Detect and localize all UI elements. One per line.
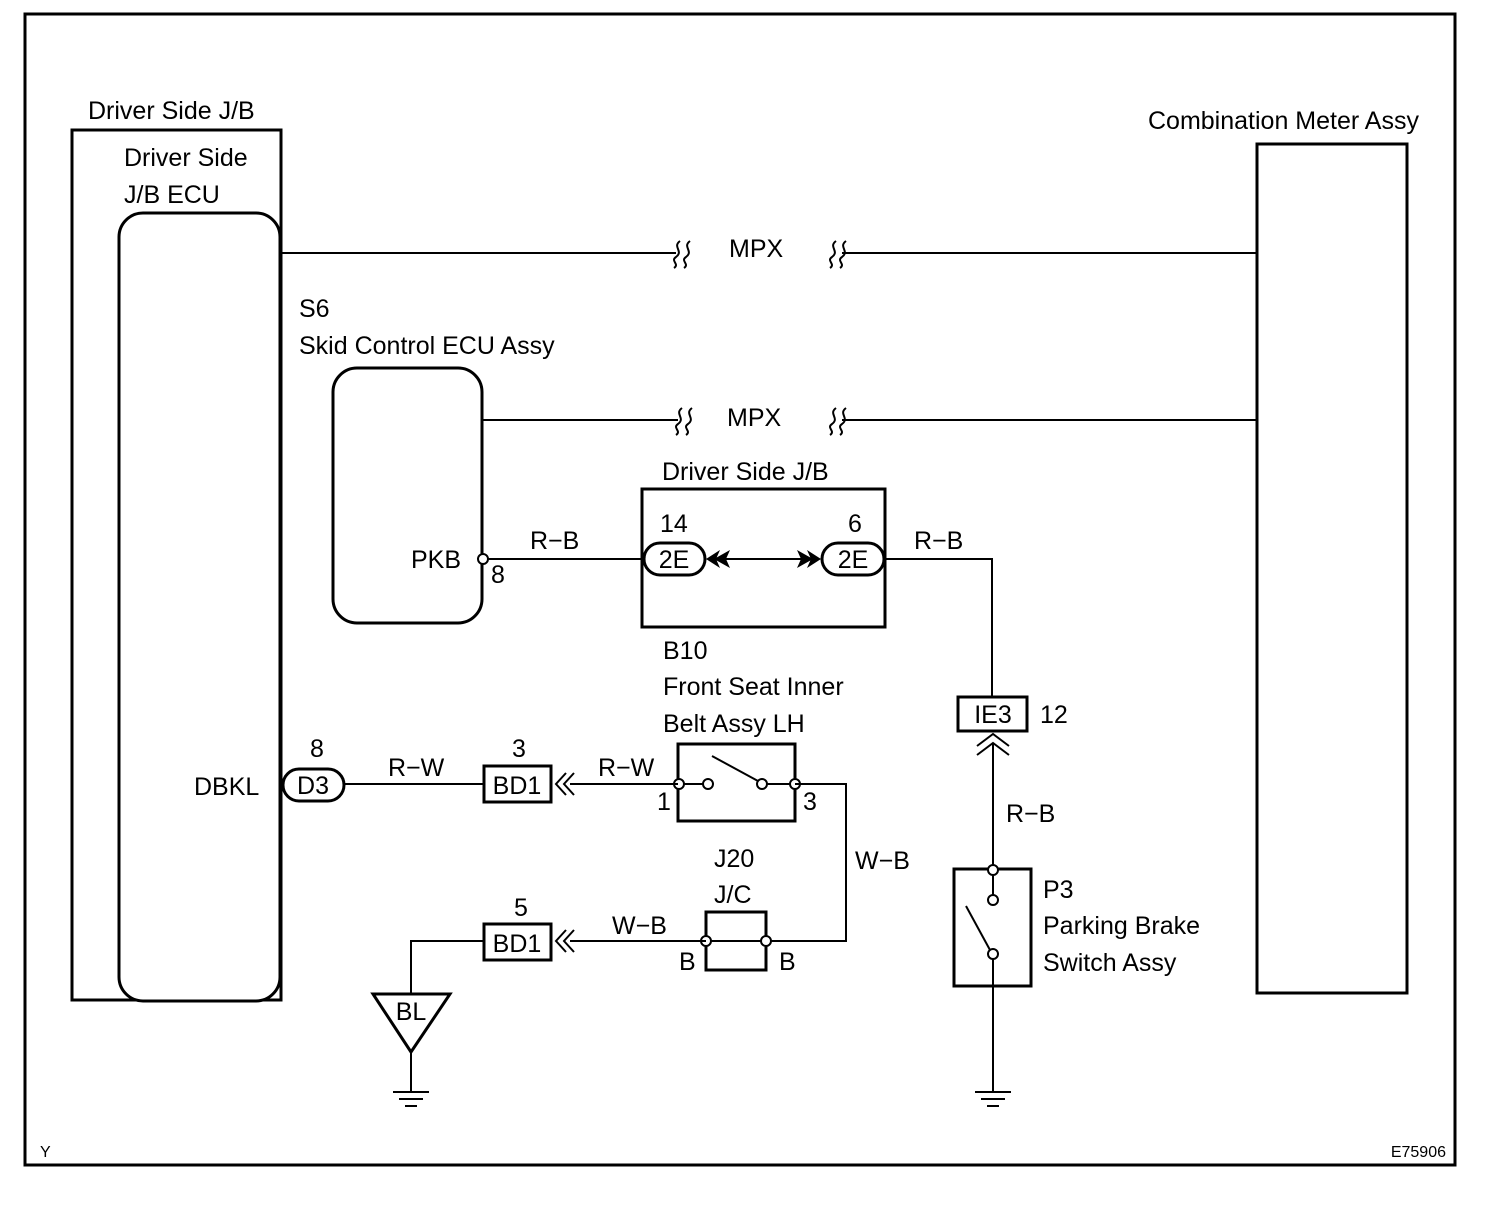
parking-code: P3: [1043, 876, 1074, 904]
break-mark-icon: [829, 407, 837, 436]
ground-icon: [975, 1091, 1011, 1107]
bd1-top-connector: [482, 764, 553, 804]
jc-label: J/C: [714, 881, 752, 909]
ground-bl-label: BL: [396, 998, 427, 1026]
skid-ecu-code: S6: [299, 295, 330, 323]
parking-switch-blade: [965, 905, 991, 951]
corner-label-right: E75906: [1391, 1144, 1446, 1161]
connector-2e-right-label: 2E: [838, 546, 869, 574]
jc-pin-right-label: B: [779, 948, 796, 976]
combination-meter-box: [1255, 142, 1409, 995]
mpx-label-2: MPX: [727, 404, 782, 432]
connector-d3-pin: 8: [310, 735, 324, 763]
jc-bracket: [704, 910, 768, 972]
break-mark-icon: [673, 240, 681, 269]
mpx-label-1: MPX: [729, 235, 784, 263]
break-mark-icon: [675, 407, 683, 436]
break-mark-icon: [839, 407, 847, 436]
wire-label-rb-2: R−B: [914, 527, 963, 555]
wire-label-wb-2: W−B: [612, 912, 667, 940]
parking-switch-contact: [987, 894, 999, 906]
belt-code: B10: [663, 637, 707, 665]
wire-wb-belt-jc: [766, 783, 847, 942]
belt-switch-box: [676, 742, 797, 823]
skid-ecu-pin: 8: [491, 561, 505, 589]
parking-switch-pin-top: [987, 864, 999, 876]
connector-d3-label: D3: [297, 772, 329, 800]
parking-switch-contact: [987, 948, 999, 960]
connector-2e-left-label: 2E: [659, 546, 690, 574]
belt-pin-right-label: 3: [803, 788, 817, 816]
break-mark-icon: [683, 240, 691, 269]
bd1-top-label: BD1: [493, 772, 542, 800]
jb-mid-right-pin: 6: [848, 510, 862, 538]
ground-icon: [393, 1091, 429, 1107]
chevron-left-icon: [554, 929, 575, 953]
ie3-pin: 12: [1040, 701, 1068, 729]
skid-ecu-box: [331, 366, 484, 625]
arrow-left-icon: [706, 550, 730, 568]
wire-label-rb-1: R−B: [530, 527, 579, 555]
wire-label-rb-3: R−B: [1006, 800, 1055, 828]
arrow-right-icon: [797, 550, 821, 568]
break-mark-icon: [685, 407, 693, 436]
chevron-up-icon: [976, 732, 1010, 756]
ecu-label-line1: Driver Side: [124, 144, 248, 172]
belt-label-line2: Belt Assy LH: [663, 710, 805, 738]
skid-ecu-terminal-pkb: PKB: [411, 546, 461, 574]
wire-label-rw-1: R−W: [388, 754, 445, 782]
belt-switch-contact: [756, 778, 768, 790]
driver-side-jb-label: Driver Side J/B: [88, 97, 255, 125]
wire-rb-jb-ie3: [884, 558, 993, 697]
belt-switch-contact: [702, 778, 714, 790]
terminal-dbkl: DBKL: [194, 773, 259, 801]
wire-label-wb-1: W−B: [855, 847, 910, 875]
driver-side-jb-ecu-box: [117, 211, 282, 1003]
jc-pin-left-label: B: [679, 948, 696, 976]
bd1-bottom-pin: 5: [514, 894, 528, 922]
bd1-top-pin: 3: [512, 735, 526, 763]
jb-mid-label: Driver Side J/B: [662, 458, 829, 486]
parking-label-line1: Parking Brake: [1043, 912, 1200, 940]
belt-pin-left-label: 1: [657, 788, 671, 816]
parking-label-line2: Switch Assy: [1043, 949, 1177, 977]
jc-pin-right: [760, 935, 772, 947]
corner-label-left: Y: [40, 1144, 51, 1161]
wire-bd1-ground: [410, 940, 484, 994]
wire-label-rw-2: R−W: [598, 754, 655, 782]
break-mark-icon: [829, 240, 837, 269]
skid-ecu-label: Skid Control ECU Assy: [299, 332, 555, 360]
jc-code: J20: [714, 845, 754, 873]
ecu-label-line2: J/B ECU: [124, 181, 220, 209]
diagram-frame: [23, 12, 1457, 1167]
pin-pkb: [477, 553, 489, 565]
belt-switch-blade: [711, 755, 759, 782]
bd1-bottom-label: BD1: [493, 930, 542, 958]
ground-point-bl: [370, 992, 453, 1055]
break-mark-icon: [839, 240, 847, 269]
ie3-connector: [956, 695, 1029, 733]
jb-mid-left-pin: 14: [660, 510, 688, 538]
combination-meter-label: Combination Meter Assy: [1148, 107, 1419, 135]
ie3-label: IE3: [974, 701, 1012, 729]
belt-label-line1: Front Seat Inner: [663, 673, 844, 701]
chevron-left-icon: [554, 772, 575, 796]
